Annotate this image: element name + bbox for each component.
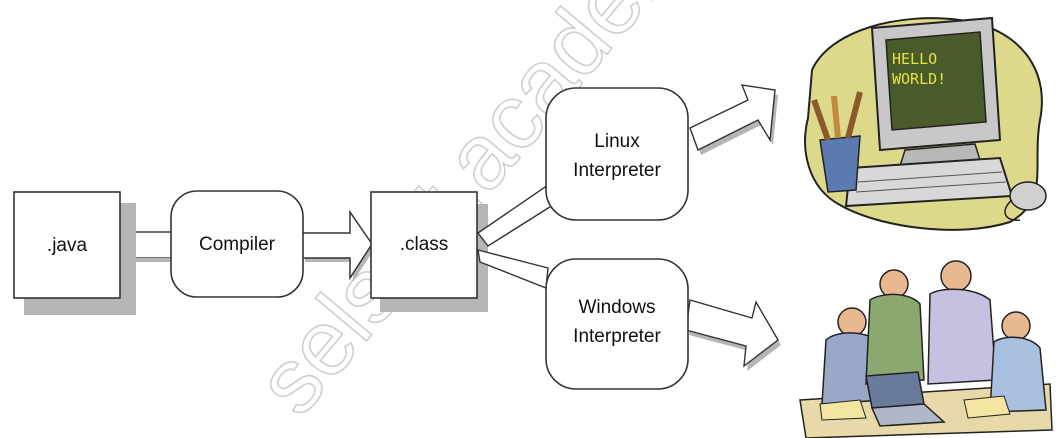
screen-text-line1: HELLO <box>892 50 937 68</box>
linux-label-line2: Interpreter <box>573 160 661 181</box>
compiler-node: Compiler <box>170 190 304 298</box>
paper-icon <box>963 395 1011 419</box>
arrow-class-to-windows <box>477 249 549 289</box>
linux-interpreter-node: Linux Interpreter <box>545 87 689 221</box>
person-4-icon <box>989 311 1047 413</box>
mouse-icon <box>1004 181 1047 221</box>
person-3-icon <box>927 260 997 385</box>
windows-interpreter-node: Windows Interpreter <box>545 258 689 390</box>
person-2-icon <box>865 269 925 385</box>
monitor-icon: HELLO WORLD! <box>870 16 1002 167</box>
pencil-cup-icon <box>811 91 863 193</box>
screen-text-line2: WORLD! <box>892 70 946 88</box>
java-label: .java <box>47 235 88 256</box>
linux-label-line1: Linux <box>594 131 640 152</box>
arrow-windows-to-team <box>685 299 781 371</box>
laptop-icon <box>865 371 946 427</box>
class-file-node: .class <box>370 191 488 312</box>
windows-label-line1: Windows <box>578 297 655 318</box>
arrow-linux-to-computer <box>689 84 778 155</box>
arrow-compiler-to-class <box>301 209 375 282</box>
java-file-node: .java <box>13 191 136 315</box>
team-meeting-clipart <box>799 260 1053 438</box>
windows-label-line2: Interpreter <box>573 326 661 347</box>
class-label: .class <box>400 234 449 255</box>
paper-icon <box>819 399 867 421</box>
compiler-label: Compiler <box>199 234 276 255</box>
computer-clipart: HELLO WORLD! <box>804 16 1047 231</box>
